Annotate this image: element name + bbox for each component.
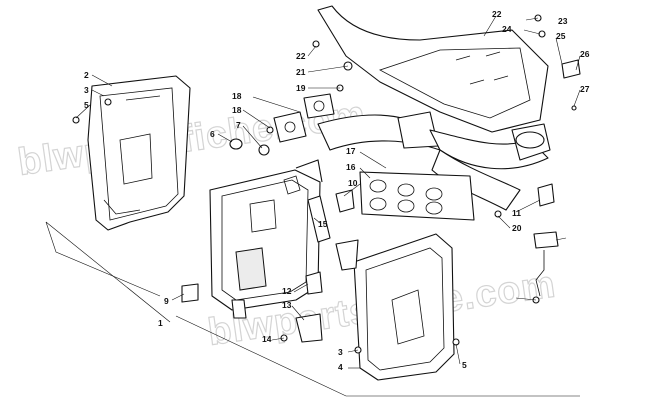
callout-16: 18 [232,105,242,115]
callout-24: 26 [580,49,590,59]
callout-20: 22 [296,51,306,61]
exhaust-pipe [317,111,551,211]
callout-3-lower: 3 [338,347,343,357]
callout-labels: 2 3 5 6 7 18 18 19 21 22 22 23 24 25 26 … [84,9,590,372]
callout-3: 3 [84,85,89,95]
heat-shield-left [87,75,191,231]
callout-22-top: 23 [558,16,568,26]
callout-22-lower: 24 [502,24,512,34]
callout-13: 15 [318,219,328,229]
callout-5-lower: 5 [462,360,467,370]
callout-1: 1 [158,318,163,328]
callout-9-right: 11 [512,208,521,218]
callout-10: 12 [282,286,292,296]
callout-15: 17 [346,146,356,156]
muffler [209,159,323,319]
callout-14: 16 [346,162,356,172]
callout-12: 14 [262,334,272,344]
callout-5: 5 [84,100,89,110]
heat-shield-right [353,233,455,381]
manifold-gasket [359,171,475,221]
callout-21: 22 [492,9,502,19]
callout-11: 13 [282,300,292,310]
callout-4: 4 [338,362,343,372]
callout-18-right: 20 [512,223,522,233]
callout-6: 6 [210,129,215,139]
callout-19: 21 [296,67,306,77]
callout-7: 7 [236,120,241,130]
small-parts [72,14,581,354]
callout-9-left: 10 [348,178,358,188]
callout-18-top: 19 [296,83,306,93]
callout-23: 25 [556,31,566,41]
callout-17: 18 [232,91,242,101]
leader-lines [45,15,581,397]
upper-heat-shield [317,5,549,133]
callout-8: 9 [164,296,169,306]
callout-2: 2 [84,70,89,80]
callout-25: 27 [580,84,590,94]
